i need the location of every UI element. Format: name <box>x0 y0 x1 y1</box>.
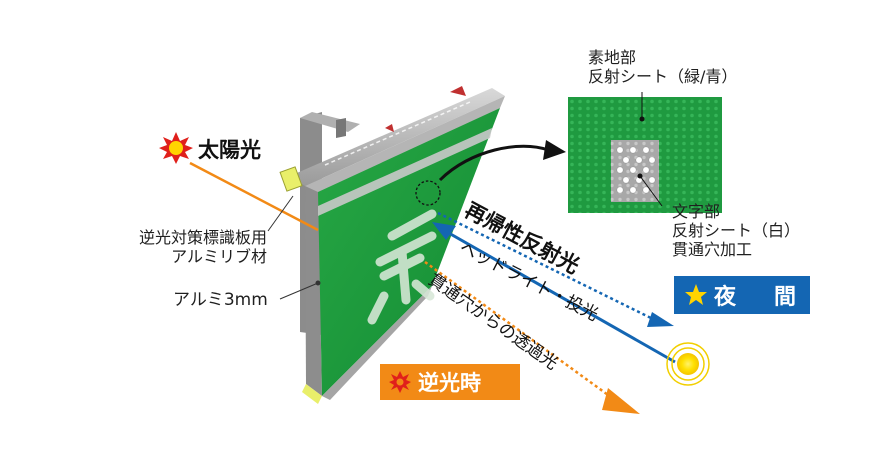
base-part-line-2: 反射シート（緑/青） <box>588 67 738 87</box>
transmitted-light-ray <box>424 260 640 414</box>
zoom-source-circle <box>415 180 441 206</box>
sun-icon <box>159 132 193 164</box>
sun-icon <box>388 370 412 394</box>
panel-edge <box>302 186 322 404</box>
backlight-badge-label: 逆光時 <box>418 371 481 395</box>
sign-face <box>318 108 500 400</box>
reflective-sheet-inset <box>568 92 722 213</box>
star-icon <box>684 283 708 307</box>
rib-material-line-1: 逆光対策標識板用 <box>138 228 267 247</box>
headlight-ray <box>437 211 674 327</box>
sunlight-ray <box>189 161 319 232</box>
retroreflective-ray <box>432 222 676 364</box>
rib-material-line-2: アルミリブ材 <box>171 247 267 267</box>
char-part-line-1: 文字部 <box>672 202 721 221</box>
zoom-arrow <box>438 140 566 182</box>
char-part-line-2: 反射シート（白） <box>672 221 801 241</box>
backlight-badge: 逆光時 <box>380 364 520 400</box>
char-part-line-3: 貫通穴加工 <box>672 240 753 260</box>
base-part-line-1: 素地部 <box>588 48 637 67</box>
rib-material-label: 逆光対策標識板用 アルミリブ材 <box>101 228 267 266</box>
night-badge: 夜 間 <box>674 276 810 314</box>
night-badge-label: 夜 間 <box>714 285 805 310</box>
aluminum-rib-frame <box>279 86 505 198</box>
sign-glyph-graphic <box>367 209 437 325</box>
headlight-icon <box>666 342 710 386</box>
leader-lines <box>267 195 321 300</box>
aluminum-label: アルミ3mm <box>173 290 268 310</box>
char-part-label: 文字部 反射シート（白） 貫通穴加工 <box>672 202 800 260</box>
base-part-label: 素地部 反射シート（緑/青） <box>588 48 737 86</box>
sunlight-label: 太陽光 <box>198 138 261 162</box>
